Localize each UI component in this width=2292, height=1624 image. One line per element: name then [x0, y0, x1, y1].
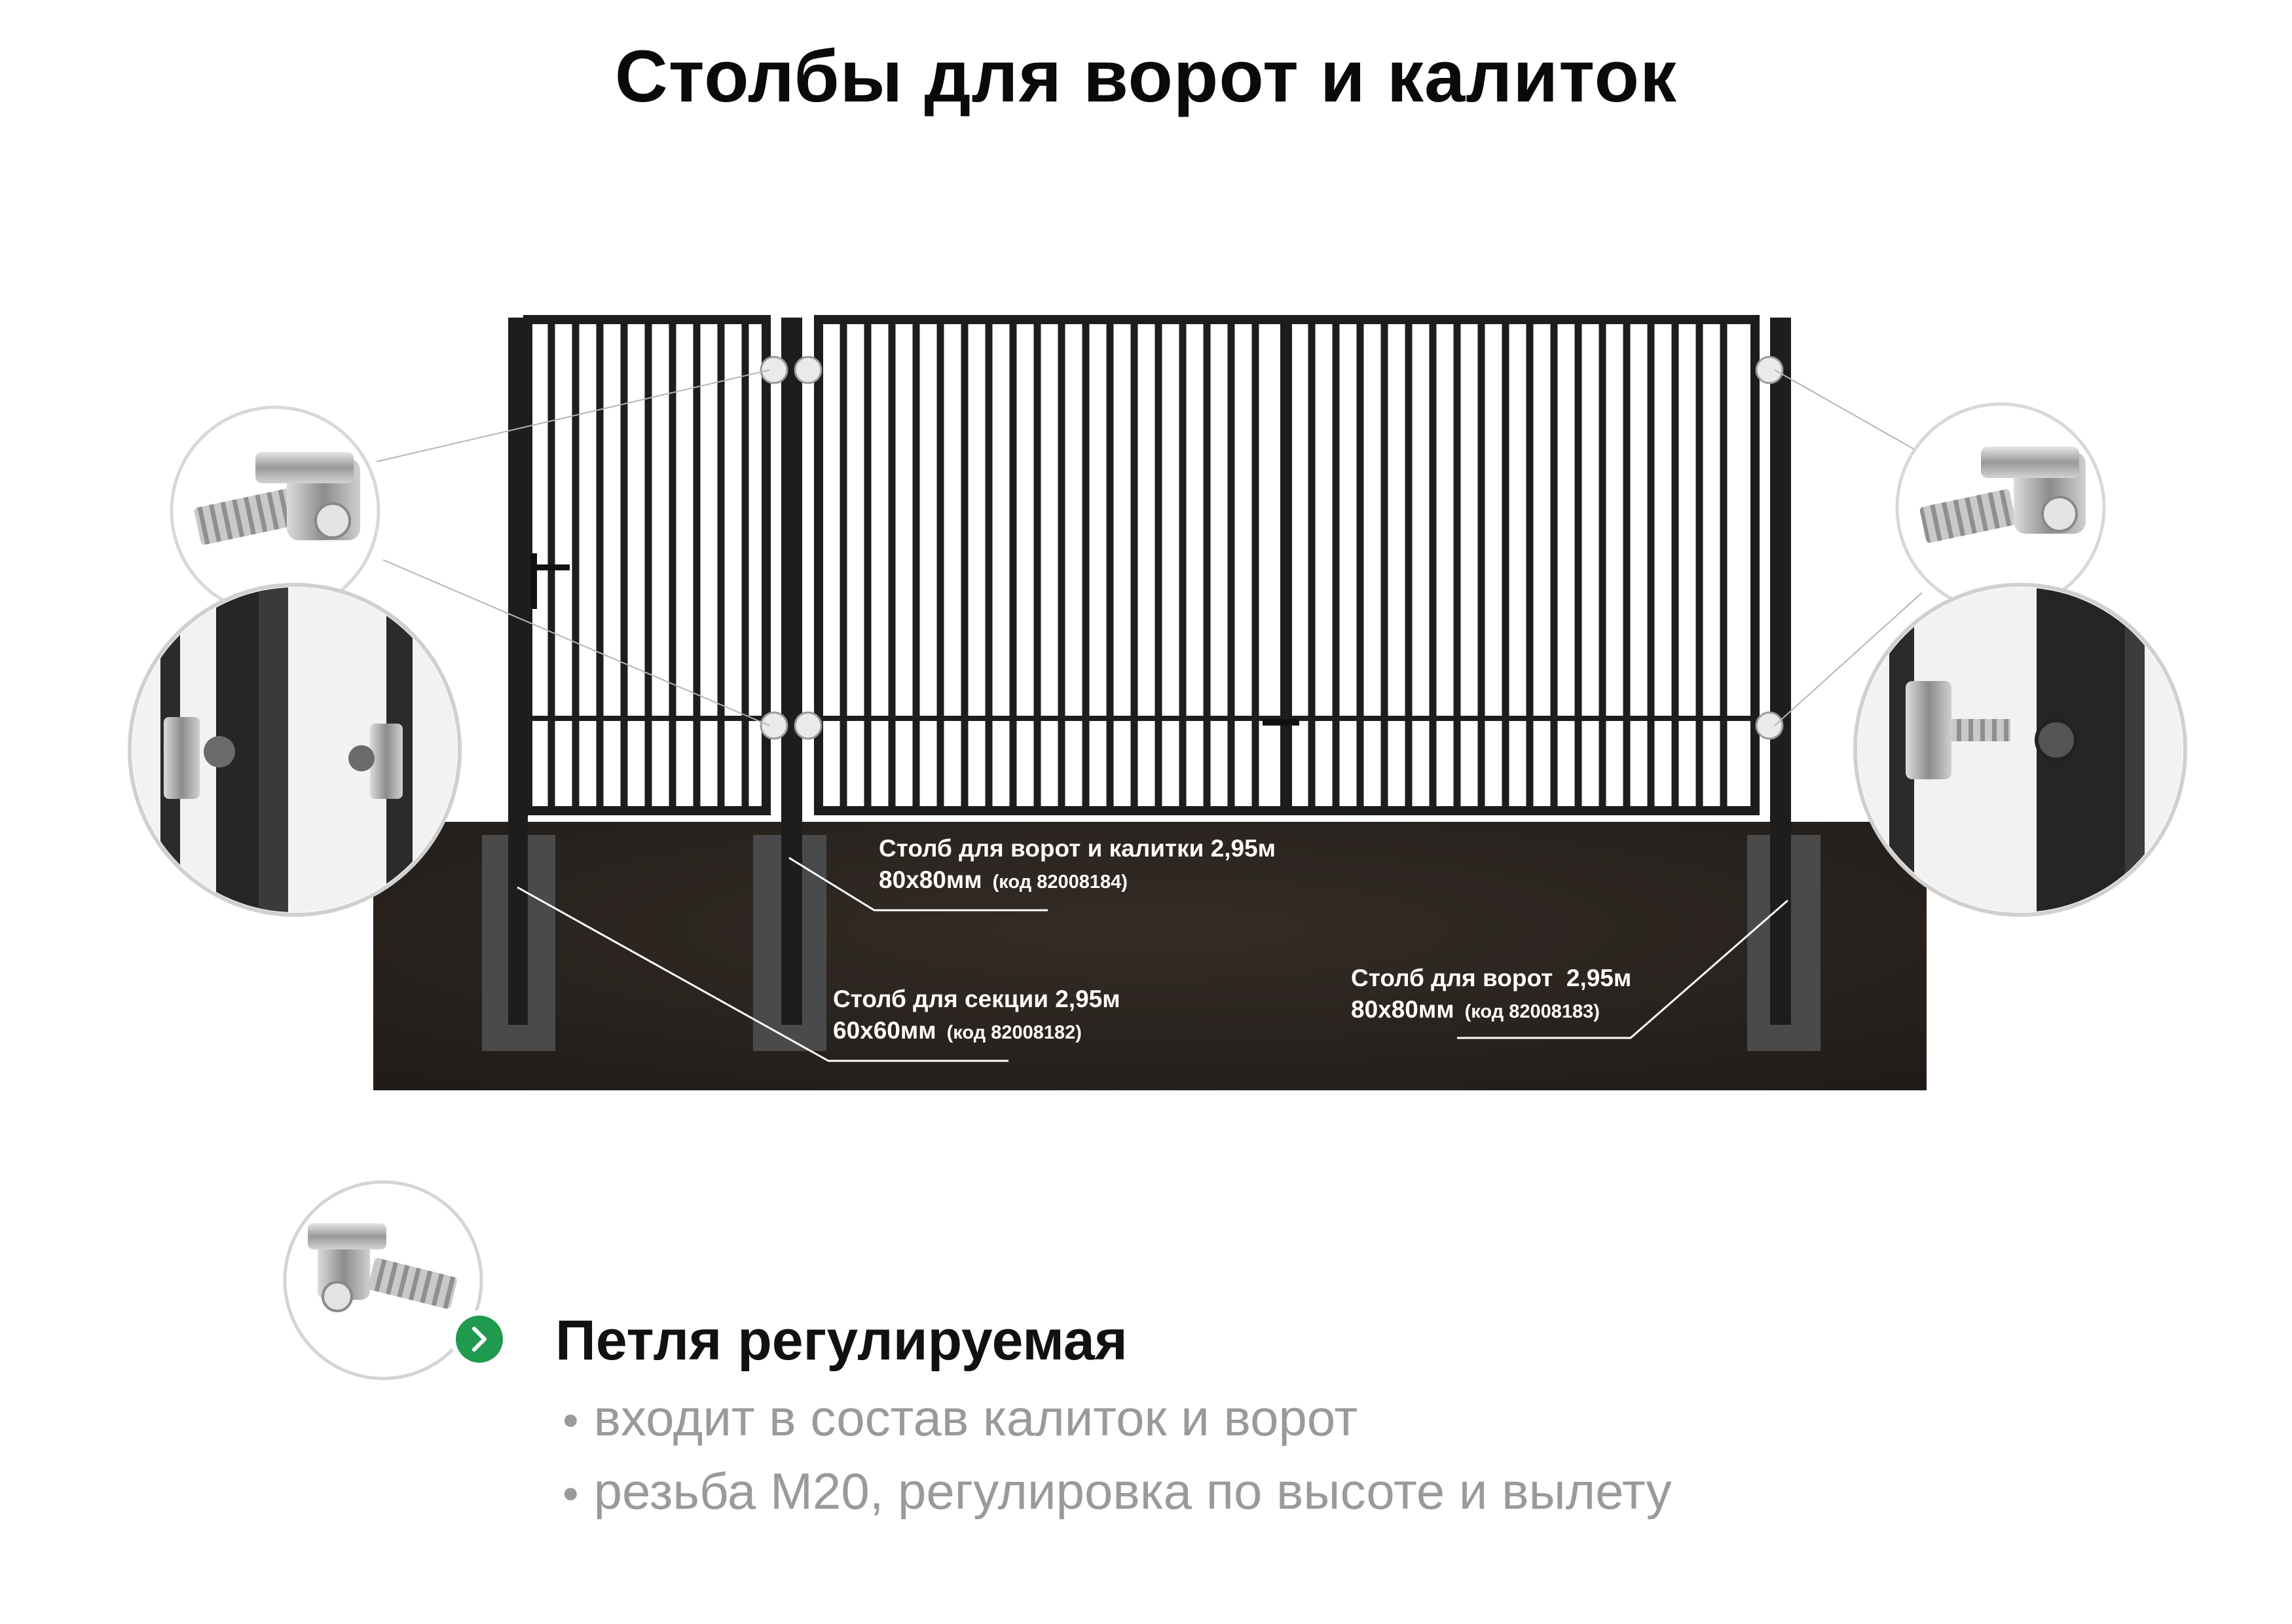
post-label-gate-wicket: Столб для ворот и калитки 2,95м 80х80мм (…	[879, 833, 1276, 898]
hinge-zoom-left-top	[170, 405, 380, 616]
handle	[532, 564, 570, 570]
post-code: (код 82008184)	[992, 872, 1128, 893]
bullet-text: входит в состав калиток и ворот	[593, 1389, 1358, 1447]
handle	[530, 553, 537, 609]
post-code: (код 82008183)	[1464, 1001, 1600, 1022]
callout-lines	[376, 369, 1923, 726]
post-name: Столб для секции 2,95м	[833, 986, 1120, 1012]
ground	[373, 822, 1927, 1090]
post-zoom-left	[128, 583, 462, 917]
post-code: (код 82008182)	[946, 1022, 1082, 1043]
feature-bullet: ● входит в состав калиток и ворот	[562, 1388, 1358, 1448]
post-size: 60х60мм	[833, 1017, 936, 1044]
post-label-section: Столб для секции 2,95м 60х60мм (код 82008…	[833, 984, 1120, 1048]
page-title: Столбы для ворот и калиток	[614, 35, 1678, 117]
post-name: Столб для ворот 2,95м	[1351, 965, 1632, 991]
post-label-gate: Столб для ворот 2,95м 80х80мм (код 820081…	[1351, 963, 1631, 1027]
bullet-text: резьба М20, регулировка по высоте и выле…	[593, 1462, 1672, 1520]
post	[781, 318, 802, 1025]
bullet-dot-icon: ●	[562, 1403, 580, 1435]
post-zoom-right	[1853, 583, 2187, 917]
post-size: 80х80мм	[1351, 996, 1454, 1023]
post	[1770, 318, 1791, 1025]
hinge-zoom-right-top	[1895, 402, 2106, 613]
chevron-right-icon[interactable]	[451, 1310, 508, 1368]
label-leaders	[517, 857, 1788, 1062]
wicket	[523, 315, 771, 815]
feature-bullet: ● резьба М20, регулировка по высоте и выл…	[562, 1462, 1672, 1521]
gate-latch	[1263, 719, 1299, 726]
feature-title: Петля регулируемая	[555, 1309, 1128, 1372]
hinge-marker	[760, 356, 1784, 740]
feature-hinge-circle	[283, 1180, 483, 1380]
post-size: 80х80мм	[879, 866, 982, 893]
bullet-dot-icon: ●	[562, 1477, 580, 1509]
post-name: Столб для ворот и калитки 2,95м	[879, 835, 1276, 862]
